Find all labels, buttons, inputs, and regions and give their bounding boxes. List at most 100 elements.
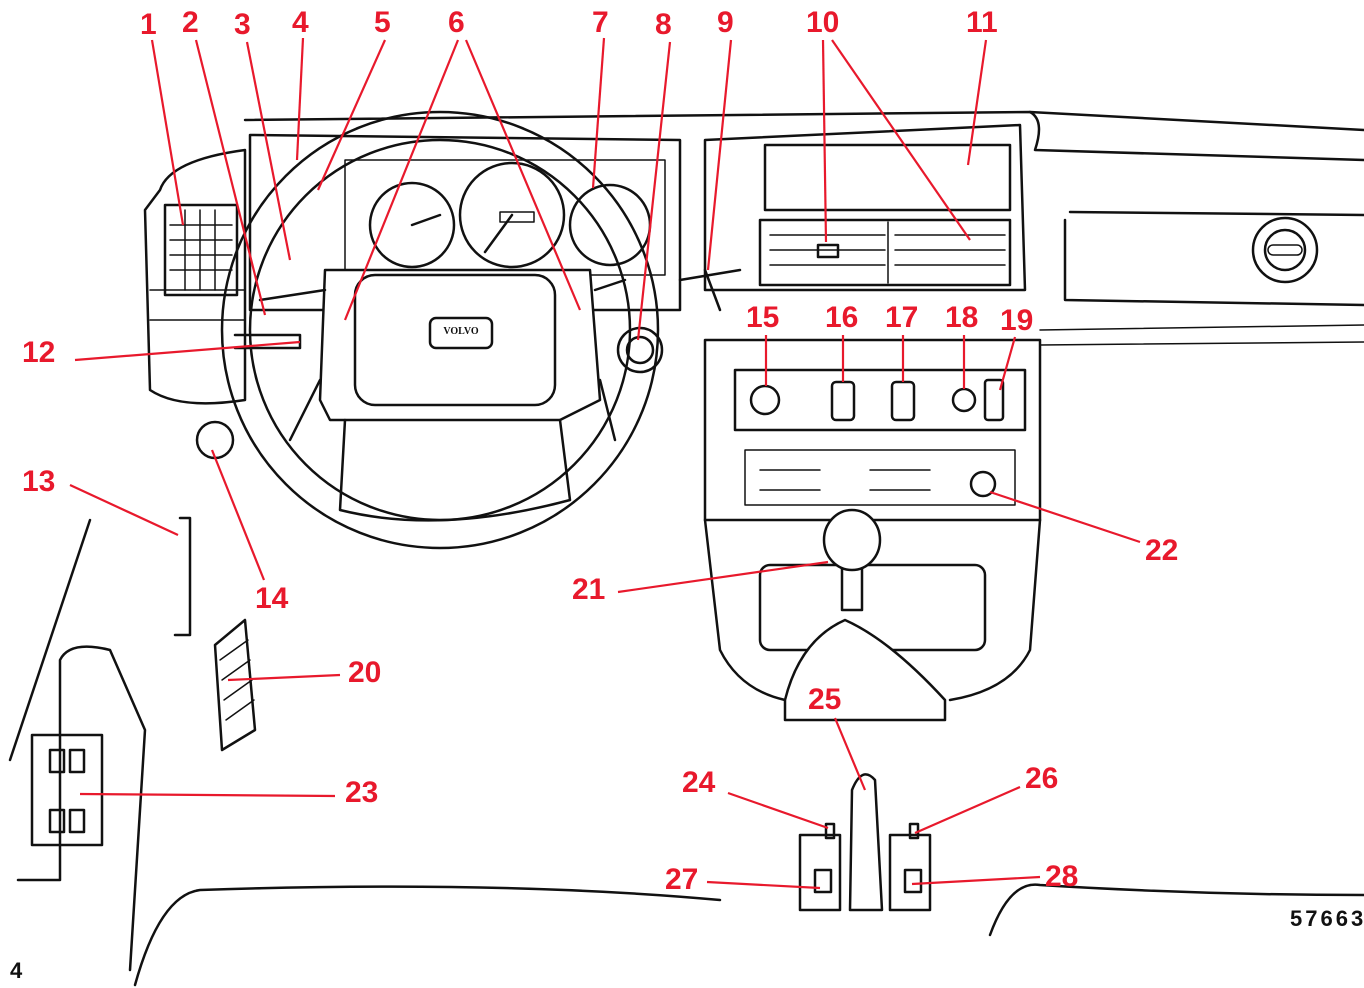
callout-1: 1 xyxy=(140,8,157,41)
leader-line-27 xyxy=(706,880,821,890)
leader-line-28 xyxy=(911,875,1041,886)
horn-badge-label: VOLVO xyxy=(443,326,479,337)
center-vents xyxy=(758,218,1012,287)
callout-20: 20 xyxy=(348,656,382,689)
hood-release-knob xyxy=(195,420,235,460)
callout-18: 18 xyxy=(945,301,979,334)
ignition-lock xyxy=(616,326,664,374)
callout-21: 21 xyxy=(572,573,606,606)
leader-line-19 xyxy=(998,336,1017,391)
handbrake-lever xyxy=(848,773,884,912)
window-switch-panel xyxy=(30,733,104,847)
center-stack-top xyxy=(703,123,1027,292)
callout-13: 13 xyxy=(22,465,56,498)
callout-23: 23 xyxy=(345,776,379,809)
leader-line-12 xyxy=(74,340,301,362)
leader-line-24 xyxy=(727,791,829,830)
tach-needle xyxy=(410,213,442,227)
switch-18 xyxy=(951,387,977,413)
leader-line-2 xyxy=(194,39,267,316)
switch-16 xyxy=(830,380,856,422)
gear-boot xyxy=(783,618,947,722)
leader-line-26 xyxy=(914,785,1021,835)
left-dash-pod xyxy=(143,148,247,405)
callout-17: 17 xyxy=(885,301,919,334)
left-seat-switch-housing xyxy=(798,833,842,912)
steering-wheel-rim-outer xyxy=(220,110,660,550)
cluster-face xyxy=(344,159,666,276)
callout-3: 3 xyxy=(234,8,251,41)
glovebox-lock xyxy=(1251,216,1319,284)
leader-line-6-1 xyxy=(343,39,460,321)
callout-12: 12 xyxy=(22,336,56,369)
dashboard-right-shelf xyxy=(1028,110,1364,162)
leader-line-21 xyxy=(617,560,829,594)
leader-line-9 xyxy=(706,39,733,271)
callout-8: 8 xyxy=(655,8,672,41)
airbag-pad xyxy=(353,273,557,407)
callout-7: 7 xyxy=(592,6,609,39)
callout-19: 19 xyxy=(1000,304,1034,337)
glovebox-key-slot xyxy=(1267,244,1303,256)
leader-line-14 xyxy=(210,449,266,581)
window-switch-2 xyxy=(68,748,86,774)
callout-4: 4 xyxy=(292,6,309,39)
leader-line-23 xyxy=(79,792,336,798)
switch-row xyxy=(733,368,1027,432)
right-seat-switch-housing xyxy=(888,833,932,912)
left-seat-toggle xyxy=(824,822,836,840)
center-storage-recess xyxy=(763,143,1012,212)
tachometer xyxy=(368,181,456,269)
horn-badge xyxy=(428,316,494,350)
callout-2: 2 xyxy=(182,6,199,39)
window-switch-3 xyxy=(48,808,66,834)
leader-line-7 xyxy=(591,37,606,189)
leader-line-8 xyxy=(636,41,672,341)
steering-hub xyxy=(318,268,602,422)
callout-26: 26 xyxy=(1025,762,1059,795)
window-switch-4 xyxy=(68,808,86,834)
door-panel xyxy=(8,518,147,972)
ignition-lock-inner xyxy=(625,335,655,365)
wiper-stalk xyxy=(678,268,742,312)
page-number: 4 xyxy=(10,958,23,983)
callout-28: 28 xyxy=(1045,860,1079,893)
dash-lower-ridge xyxy=(1039,324,1364,346)
window-switch-1 xyxy=(48,748,66,774)
accelerator-pedal xyxy=(213,618,257,752)
callout-9: 9 xyxy=(717,6,734,39)
leader-line-4 xyxy=(295,37,305,161)
switch-15 xyxy=(749,384,781,416)
center-console xyxy=(703,518,1042,702)
steering-lower-spoke xyxy=(338,418,572,522)
callout-10: 10 xyxy=(806,6,840,39)
left-seat-outline xyxy=(133,885,722,987)
left-vent-slats xyxy=(169,209,233,291)
switch-17 xyxy=(890,380,916,422)
leader-line-3 xyxy=(245,41,292,261)
figure-code: 57663 xyxy=(1290,906,1364,931)
leader-line-11 xyxy=(966,39,988,166)
speedometer xyxy=(458,161,566,269)
odometer xyxy=(499,211,535,223)
leader-line-10-1 xyxy=(821,39,828,243)
switch-19 xyxy=(983,378,1005,422)
pedal-ribs xyxy=(219,639,255,721)
right-seat-outline xyxy=(988,883,1364,937)
vent-adjuster xyxy=(816,243,840,259)
callout-22: 22 xyxy=(1145,534,1179,567)
leader-line-22 xyxy=(989,490,1141,544)
fan-knob xyxy=(969,470,997,498)
callout-5: 5 xyxy=(374,6,391,39)
callout-11: 11 xyxy=(966,6,998,39)
callout-leaders xyxy=(69,37,1141,890)
leader-line-25 xyxy=(833,717,867,791)
leader-line-13 xyxy=(69,484,179,536)
heater-controls xyxy=(744,449,1016,506)
leader-line-1 xyxy=(150,39,185,226)
callout-27: 27 xyxy=(665,863,699,896)
leader-line-20 xyxy=(227,673,341,682)
glovebox-lock-inner xyxy=(1263,228,1307,272)
